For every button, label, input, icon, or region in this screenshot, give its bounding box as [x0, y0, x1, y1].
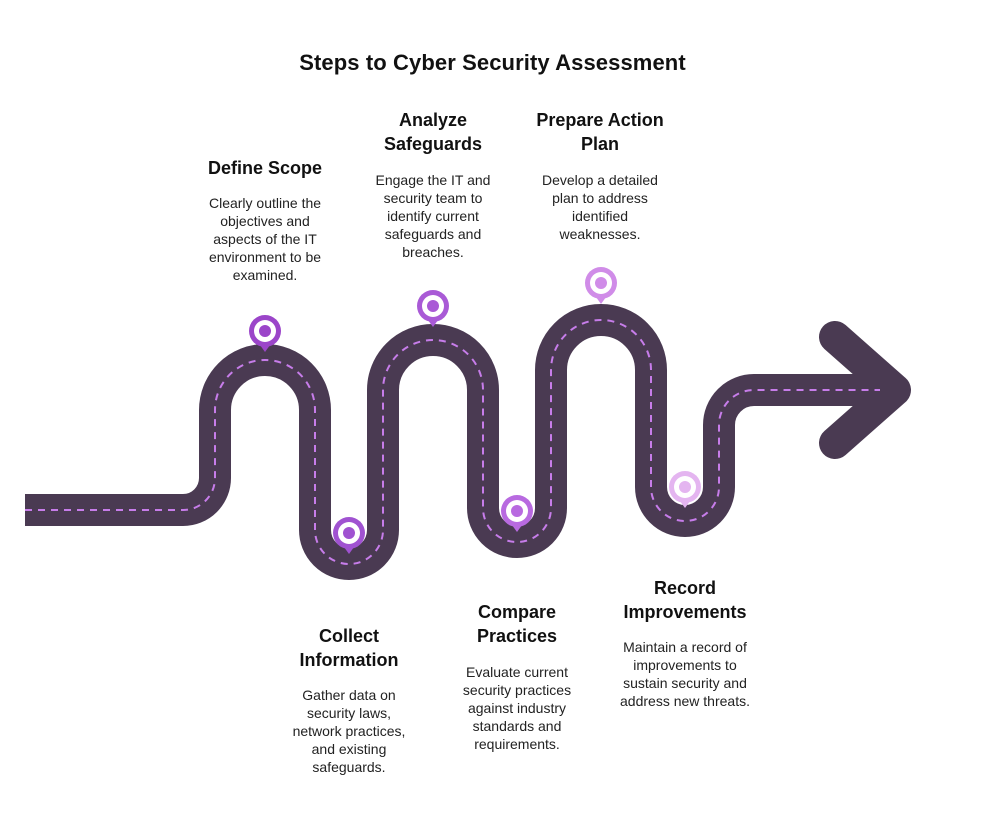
- location-pin-icon: [501, 495, 533, 532]
- road-path: [25, 304, 880, 580]
- road-center-line: [25, 319, 880, 565]
- step-description: Clearly outline the objectives and aspec…: [208, 195, 322, 283]
- step-title: Prepare Action Plan: [536, 110, 664, 154]
- step-title: Analyze Safeguards: [383, 110, 483, 154]
- step-description: Develop a detailed plan to address ident…: [542, 172, 658, 242]
- step-title: Record Improvements: [623, 578, 747, 622]
- step-prepare-action-plan: Prepare Action Plan Develop a detailed p…: [530, 108, 670, 243]
- step-title: Collect Information: [299, 626, 399, 670]
- location-pin-icon: [585, 267, 617, 304]
- location-pin-icon: [249, 315, 281, 352]
- step-collect-information: Collect Information Gather data on secur…: [282, 624, 416, 776]
- road-arrowhead: [819, 321, 911, 459]
- location-pin-icon: [417, 290, 449, 327]
- step-analyze-safeguards: Analyze Safeguards Engage the IT and sec…: [365, 108, 501, 261]
- step-record-improvements: Record Improvements Maintain a record of…: [610, 576, 760, 710]
- step-description: Maintain a record of improvements to sus…: [620, 639, 750, 709]
- step-description: Evaluate current security practices agai…: [462, 664, 572, 752]
- step-description: Gather data on security laws, network pr…: [292, 687, 406, 775]
- step-define-scope: Define Scope Clearly outline the objecti…: [195, 156, 335, 284]
- location-pin-icon: [669, 471, 701, 508]
- location-pin-icon: [333, 517, 365, 554]
- step-title: Define Scope: [207, 158, 323, 178]
- step-compare-practices: Compare Practices Evaluate current secur…: [450, 600, 584, 753]
- step-description: Engage the IT and security team to ident…: [375, 172, 491, 260]
- page-title: Steps to Cyber Security Assessment: [299, 50, 686, 75]
- step-title: Compare Practices: [476, 602, 558, 646]
